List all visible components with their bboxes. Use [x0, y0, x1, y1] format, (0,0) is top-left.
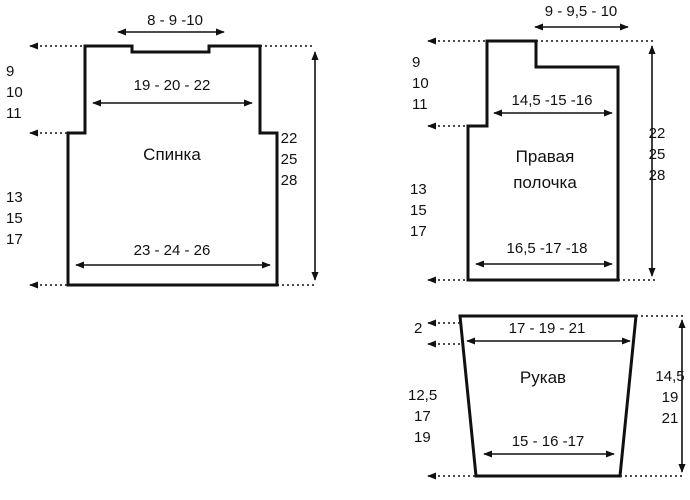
- front-shoulder-width-label: 14,5 -15 -16: [512, 92, 593, 109]
- front-armhole-height-1: 9: [412, 54, 420, 71]
- front-armhole-height-2: 10: [412, 75, 429, 92]
- front-side-height-1: 13: [410, 181, 427, 198]
- back-armhole-height-2: 10: [6, 84, 23, 101]
- sleeve-top-width-label: 17 - 19 - 21: [509, 320, 586, 337]
- front-armhole-height-3: 11: [412, 96, 428, 113]
- sleeve-piece: 17 - 19 - 21 15 - 16 -17 Рукав 2 12,5 17…: [408, 314, 686, 480]
- sleeve-outline: [458, 314, 638, 478]
- back-shoulder-width-label: 19 - 20 - 22: [134, 77, 211, 94]
- front-total-height-1: 22: [649, 125, 666, 142]
- sleeve-bottom-width-label: 15 - 16 -17: [512, 433, 585, 450]
- back-title: Спинка: [143, 145, 201, 164]
- back-total-height-1: 22: [281, 130, 298, 147]
- sleeve-total-height-2: 19: [662, 389, 679, 406]
- front-title-line-1: Правая: [516, 147, 575, 166]
- back-armhole-height-1: 9: [6, 63, 14, 80]
- front-bottom-width-label: 16,5 -17 -18: [507, 240, 588, 257]
- front-side-height-2: 15: [410, 202, 427, 219]
- back-side-height-2: 15: [6, 210, 23, 227]
- sleeve-cuff-height-label: 2: [414, 320, 422, 337]
- back-side-height-3: 17: [6, 231, 23, 248]
- back-piece: 8 - 9 -10 19 - 20 - 22 23 - 24 - 26 Спин…: [6, 12, 319, 289]
- back-neck-width-label: 8 - 9 -10: [147, 12, 203, 29]
- front-side-height-3: 17: [410, 223, 427, 240]
- front-title-line-2: полочка: [513, 173, 577, 192]
- back-outline: [66, 44, 279, 287]
- sleeve-total-height-3: 21: [662, 410, 679, 427]
- back-total-height-3: 28: [281, 172, 298, 189]
- front-neck-width-label: 9 - 9,5 - 10: [545, 3, 618, 20]
- front-total-height-3: 28: [649, 167, 666, 184]
- back-bottom-width-label: 23 - 24 - 26: [134, 242, 211, 259]
- front-total-height-2: 25: [649, 146, 666, 163]
- sleeve-side-height-1: 12,5: [408, 387, 437, 404]
- right-front-piece: 9 - 9,5 - 10 14,5 -15 -16 16,5 -17 -18 П…: [410, 3, 666, 284]
- sleeve-side-height-2: 17: [414, 408, 431, 425]
- back-total-height-2: 25: [281, 151, 298, 168]
- back-armhole-height-3: 11: [6, 105, 22, 122]
- back-side-height-1: 13: [6, 189, 23, 206]
- sleeve-title: Рукав: [520, 368, 566, 387]
- sleeve-total-height-1: 14,5: [655, 368, 684, 385]
- sleeve-side-height-3: 19: [414, 429, 431, 446]
